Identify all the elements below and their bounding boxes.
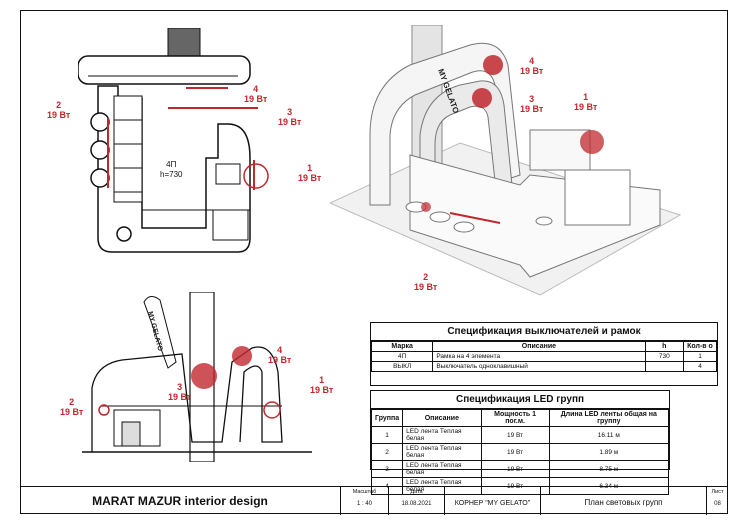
- switch-spec-table: Спецификация выключателей и рамок Марка …: [370, 322, 718, 386]
- company-name: MARAT MAZUR interior design: [92, 494, 268, 508]
- plan-view-drawing: [78, 28, 269, 253]
- drawing-sheet: [20, 10, 728, 514]
- col-length: Длина LED ленты общая на группу: [548, 409, 670, 427]
- col-power: Мощность 1 пог.м.: [480, 409, 550, 427]
- col-mark: Марка: [370, 341, 434, 352]
- elevation-view-drawing: MY GELATO: [82, 292, 312, 462]
- col-group: Группа: [370, 409, 404, 427]
- led-spec-title: Спецификация LED групп: [371, 391, 669, 409]
- col-h: h: [644, 341, 685, 352]
- col-led-desc: Описание: [402, 409, 482, 427]
- col-qty: Кол-в о: [683, 341, 717, 352]
- isometric-view-drawing: MY GELATO: [330, 25, 682, 296]
- plan-switch-label: 4П h=730: [160, 160, 183, 179]
- project-cell: КОРНЕР "MY GELATO": [444, 487, 540, 515]
- sheet-name-cell: План световых групп: [540, 487, 706, 515]
- col-desc: Описание: [432, 341, 646, 352]
- switch-spec-title: Спецификация выключателей и рамок: [371, 323, 717, 341]
- led-spec-table: Спецификация LED групп Группа Описание М…: [370, 390, 670, 495]
